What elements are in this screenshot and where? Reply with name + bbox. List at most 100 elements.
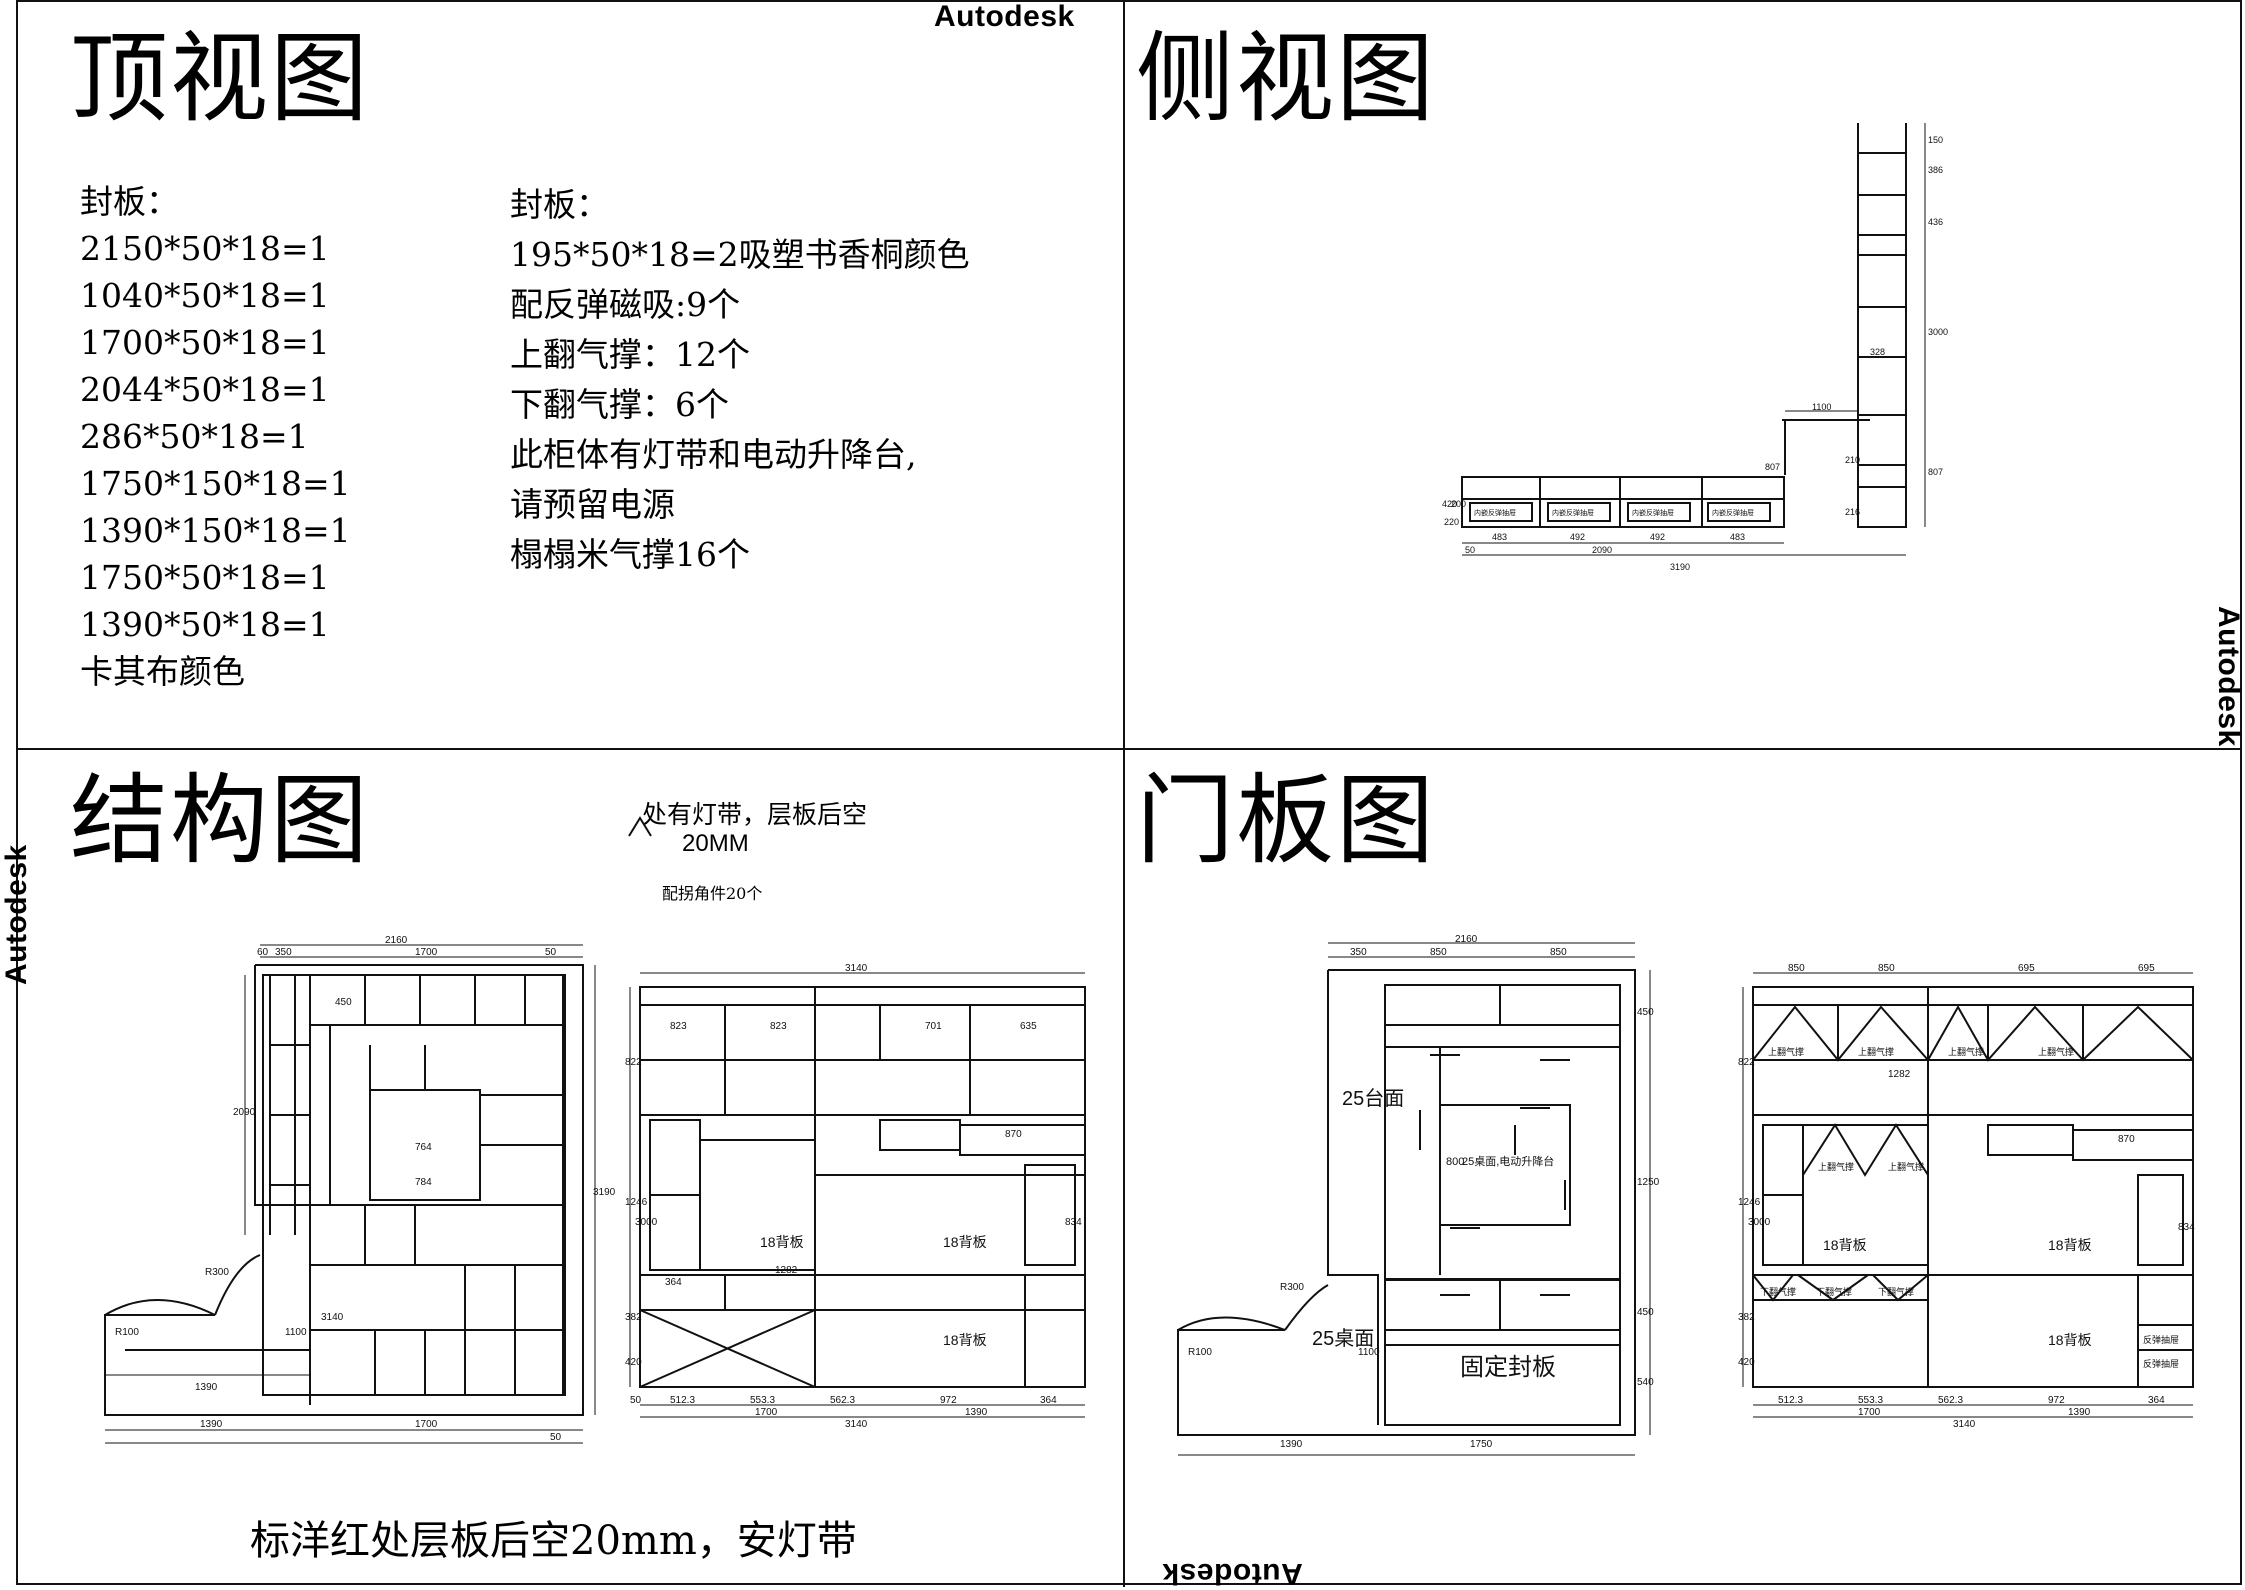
dim-label: 492 <box>1570 532 1585 542</box>
list-item: 封板： <box>510 185 609 224</box>
list-item: 封板： <box>80 182 179 221</box>
dim-label: 834 <box>1065 1217 1082 1228</box>
list-item: 卡其布颜色 <box>80 652 245 691</box>
dim-label: R300 <box>205 1267 229 1278</box>
row-dim: 635 <box>1020 1021 1037 1032</box>
dim-label: 822 <box>1738 1057 1755 1068</box>
list-item: 286*50*18=1 <box>80 417 309 456</box>
dim-label: 420 <box>1738 1357 1755 1368</box>
dim-label: 450 <box>1637 1307 1654 1318</box>
dim-label: 1250 <box>1637 1177 1660 1188</box>
gas-strut-label: 上翻气撑 <box>1888 1161 1924 1172</box>
drawer-label: 内嵌反弹抽屉 <box>1632 508 1674 517</box>
dim-label: 3000 <box>1748 1217 1771 1228</box>
dim-label: 1750 <box>1470 1439 1493 1450</box>
dim-label: 1100 <box>1812 402 1831 412</box>
drawing-sheet-frame <box>16 0 2242 1585</box>
dim-label: 450 <box>335 997 352 1008</box>
list-item: 1390*150*18=1 <box>80 511 351 550</box>
dim-label: 1390 <box>200 1419 223 1430</box>
dim-label: 850 <box>1788 963 1805 974</box>
dim-label: 562.3 <box>1938 1395 1963 1406</box>
dim-label: 1700 <box>415 1419 438 1430</box>
dim-label: 870 <box>2118 1134 2135 1145</box>
dim-label: 1390 <box>1280 1439 1303 1450</box>
dim-label: 1700 <box>415 947 438 958</box>
dim-label: 210 <box>1845 455 1860 465</box>
dim-label: 800 <box>1446 1156 1464 1168</box>
dim-label: 492 <box>1650 532 1665 542</box>
top-view-hardware-list: 封板： 195*50*18=2吸塑书香桐颜色 配反弹磁吸:9个 上翻气撑：12个… <box>510 180 970 580</box>
list-item: 配反弹磁吸:9个 <box>510 285 741 324</box>
brand-right: Autodesk <box>2212 606 2245 747</box>
drawer-label: 内嵌反弹抽屉 <box>1474 508 1516 517</box>
dim-label: 1246 <box>1738 1197 1761 1208</box>
dim-label: 382 <box>1738 1312 1755 1323</box>
dim-label: 2160 <box>385 935 408 946</box>
list-item: 2044*50*18=1 <box>80 370 330 409</box>
dim-label: 695 <box>2138 963 2155 974</box>
list-item: 1040*50*18=1 <box>80 276 330 315</box>
dim-label: 3140 <box>321 1312 344 1323</box>
list-item: 1390*50*18=1 <box>80 605 330 644</box>
dim-label: 553.3 <box>1858 1395 1883 1406</box>
quadrant-divider-vertical <box>1123 0 1125 1587</box>
dim-label: 1700 <box>1858 1407 1881 1418</box>
door-panel-title: 门板图 <box>1136 764 1437 878</box>
light-strip-gap: 20MM <box>682 830 749 857</box>
light-strip-note-text: 处有灯带，层板后空 <box>642 800 868 829</box>
dim-label: 50 <box>550 1432 562 1443</box>
dim-label: 364 <box>665 1277 682 1288</box>
top-view-panel-list: 封板： 2150*50*18=1 1040*50*18=1 1700*50*18… <box>80 178 351 695</box>
brand-top: Autodesk <box>934 0 1075 33</box>
dim-label: 3140 <box>845 1419 868 1430</box>
list-item: 1700*50*18=1 <box>80 323 330 362</box>
dim-label: 850 <box>1878 963 1895 974</box>
dim-label: 3140 <box>845 963 868 974</box>
list-item: 1750*50*18=1 <box>80 558 330 597</box>
panel-label: 18背板 <box>2048 1332 2092 1348</box>
light-strip-instruction: 标洋红处层板后空20mm，安灯带 <box>250 1518 857 1564</box>
drawer-label: 反弹抽屉 <box>2143 1334 2179 1345</box>
dim-label: 1390 <box>965 1407 988 1418</box>
countertop-label: 25台面 <box>1342 1087 1404 1110</box>
dim-label: 850 <box>1550 947 1567 958</box>
row-dim: 823 <box>770 1021 787 1032</box>
panel-label: 18背板 <box>1823 1237 1867 1253</box>
dim-label: 1282 <box>1888 1069 1911 1080</box>
dim-label: 3190 <box>593 1187 616 1198</box>
dim-label: 784 <box>415 1177 432 1188</box>
structure-elevation-drawing: 3140 822 1246 3000 382 420 50 512.3 553.… <box>625 963 1086 1430</box>
dim-label: 483 <box>1730 532 1745 542</box>
list-item: 下翻气撑：6个 <box>510 385 729 424</box>
drawer-label: 内嵌反弹抽屉 <box>1712 508 1754 517</box>
corner-fitting-note: 配拐角件20个 <box>662 884 763 903</box>
gas-strut-label: 上翻气撑 <box>2038 1046 2074 1057</box>
dim-label: 60 <box>257 947 269 958</box>
desk-label: 25桌面 <box>1312 1327 1374 1350</box>
list-item: 195*50*18=2吸塑书香桐颜色 <box>510 235 970 274</box>
panel-label: 18背板 <box>943 1332 987 1348</box>
top-view-title: 顶视图 <box>70 22 371 136</box>
dim-label: 420 <box>1442 499 1457 509</box>
gas-strut-label: 上翻气撑 <box>1858 1046 1894 1057</box>
gas-strut-label: 上翻气撑 <box>1818 1161 1854 1172</box>
side-view-drawing: 150 386 436 3000 328 1100 210 807 216 80… <box>1442 123 1948 572</box>
drawer-label: 内嵌反弹抽屉 <box>1552 508 1594 517</box>
dim-label: 328 <box>1870 347 1885 357</box>
dim-label: 870 <box>1005 1129 1022 1140</box>
dim-label: 216 <box>1845 507 1860 517</box>
list-item: 上翻气撑：12个 <box>510 335 750 374</box>
dim-label: 483 <box>1492 532 1507 542</box>
gas-strut-label: 下翻气撑 <box>1878 1286 1914 1297</box>
quadrant-divider-horizontal <box>16 748 2242 750</box>
fixed-panel-label: 固定封板 <box>1460 1354 1556 1381</box>
dim-label: 50 <box>1465 545 1475 555</box>
dim-label: 1282 <box>775 1265 798 1276</box>
dim-label: 386 <box>1928 165 1943 175</box>
dim-label: 972 <box>2048 1395 2065 1406</box>
dim-label: 807 <box>1765 462 1780 472</box>
dim-label: 512.3 <box>1778 1395 1803 1406</box>
gas-strut-label: 上翻气撑 <box>1948 1046 1984 1057</box>
row-dim: 701 <box>925 1021 942 1032</box>
